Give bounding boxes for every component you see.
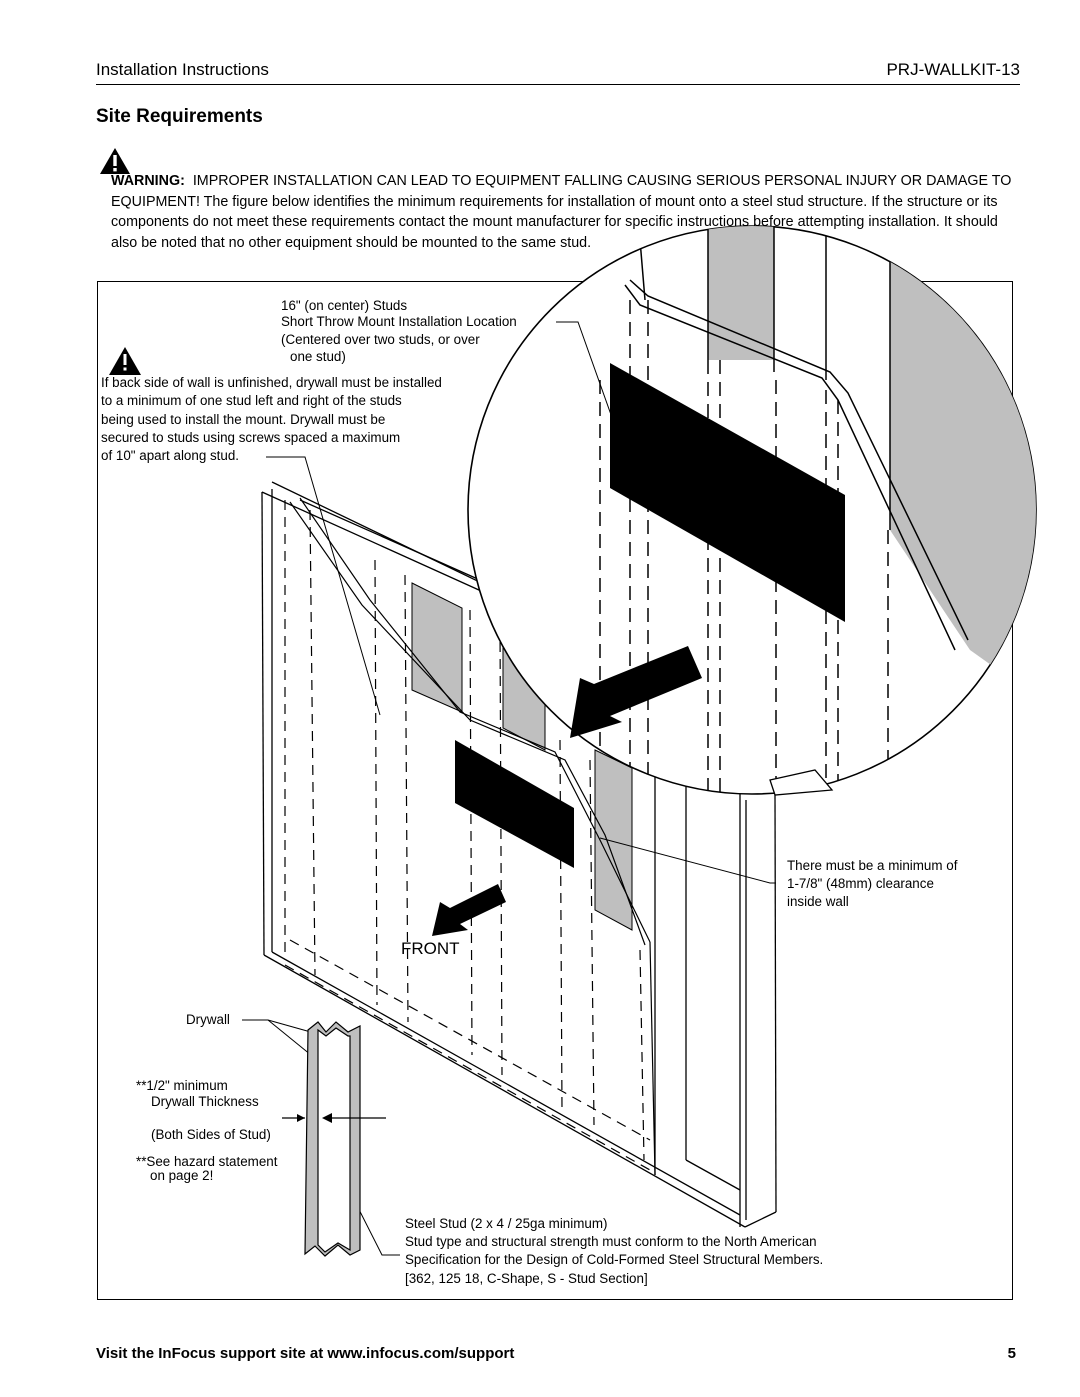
drywall-note-5: of 10" apart along stud. <box>101 448 240 463</box>
header-rule <box>96 84 1020 85</box>
warning-text: IMPROPER INSTALLATION CAN LEAD TO EQUIPM… <box>111 173 1012 251</box>
drywall-note-3: being used to install the mount. Drywall… <box>101 412 386 427</box>
front-label: FRONT <box>401 939 460 958</box>
mount-plate-wall <box>455 740 574 868</box>
thickness-2: Drywall Thickness <box>151 1094 259 1109</box>
section-title: Site Requirements <box>96 106 263 127</box>
drywall-cut-edge <box>289 497 656 1176</box>
label-studs: 16" (on center) Studs <box>281 298 408 313</box>
wall-frame <box>261 481 777 1228</box>
hazard-1: **See hazard statement <box>136 1154 278 1169</box>
drywall-note-1: If back side of wall is unfinished, dryw… <box>101 375 442 390</box>
both-sides-label: (Both Sides of Stud) <box>151 1127 271 1142</box>
thickness-1: **1/2" minimum <box>136 1078 228 1093</box>
mount-plate-magnified <box>610 363 845 622</box>
warning-icon-small <box>109 347 141 375</box>
label-location-1: Short Throw Mount Installation Location <box>281 314 517 329</box>
steel-stud-4: [362, 125 18, C-Shape, S - Stud Section] <box>405 1271 648 1286</box>
drywall-note-4: secured to studs using screws spaced a m… <box>101 430 401 445</box>
drywall-label: Drywall <box>186 1012 230 1027</box>
warning-label: WARNING: <box>111 173 185 189</box>
footer-support-text: Visit the InFocus support site at www.in… <box>96 1345 515 1362</box>
hazard-2: on page 2! <box>150 1168 214 1183</box>
site-requirements-figure <box>97 281 1013 1300</box>
drywall-note-2: to a minimum of one stud left and right … <box>101 393 402 408</box>
magnified-stud-edge <box>769 769 834 796</box>
clearance-2: 1-7/8" (48mm) clearance <box>787 876 934 891</box>
steel-stud-2: Stud type and structural strength must c… <box>405 1234 817 1249</box>
magnified-view <box>467 225 1037 796</box>
header-doc-type: Installation Instructions <box>96 60 269 79</box>
header-model: PRJ-WALLKIT-13 <box>886 60 1020 79</box>
label-location-2: (Centered over two studs, or over <box>281 332 480 347</box>
steel-stud-3: Specification for the Design of Cold-For… <box>405 1252 824 1267</box>
warning-paragraph: WARNING: IMPROPER INSTALLATION CAN LEAD … <box>111 171 1026 253</box>
label-location-3: one stud) <box>290 349 346 364</box>
warning-icon <box>100 148 130 174</box>
arrow-front <box>432 884 506 936</box>
page-number: 5 <box>1007 1345 1016 1362</box>
arrow-large <box>570 646 702 738</box>
clearance-3: inside wall <box>787 894 849 909</box>
drywall-section-detail <box>282 1021 386 1257</box>
clearance-1: There must be a minimum of <box>787 858 958 873</box>
steel-stud-1: Steel Stud (2 x 4 / 25ga minimum) <box>405 1216 608 1231</box>
